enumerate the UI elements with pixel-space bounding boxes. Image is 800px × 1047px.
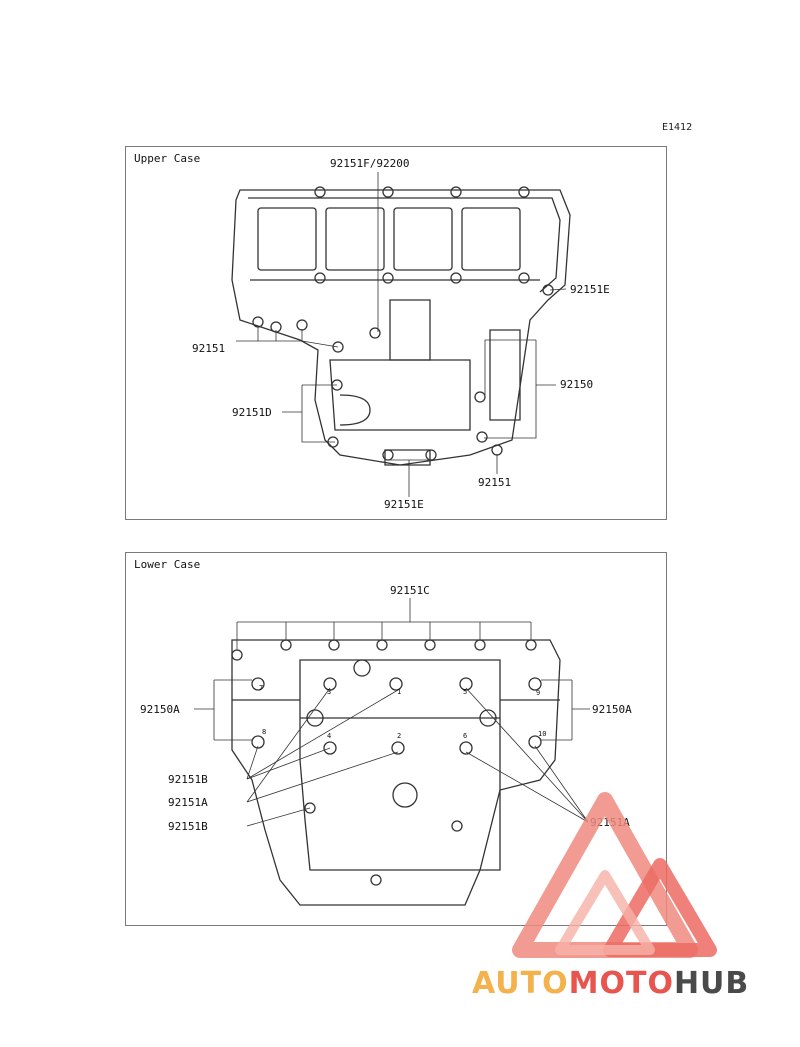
bolt-number-8: 8 xyxy=(262,728,267,736)
bolt-number-7: 7 xyxy=(259,684,264,692)
lower-label-92151c: 92151C xyxy=(390,584,430,597)
lower-label-92150a-right: 92150A xyxy=(592,703,632,716)
upper-case-drawing xyxy=(231,186,571,466)
bolt-number-9: 9 xyxy=(536,689,541,697)
lower-label-92151b-1: 92151B xyxy=(168,773,208,786)
lower-label-92150a-left: 92150A xyxy=(140,703,180,716)
bolt-number-1: 1 xyxy=(397,688,402,696)
upper-label-92151d: 92151D xyxy=(232,406,272,419)
bolt-number-4: 4 xyxy=(327,732,332,740)
bolt-number-3: 3 xyxy=(327,688,332,696)
lower-leader-lines xyxy=(194,598,590,827)
bolt-number-5: 5 xyxy=(463,688,468,696)
upper-label-92151f-92200: 92151F/92200 xyxy=(330,157,410,170)
lower-label-92151a-left: 92151A xyxy=(168,796,208,809)
upper-label-92151e-right: 92151E xyxy=(570,283,610,296)
watermark-text: AUTOMOTOHUB xyxy=(472,966,750,1001)
lower-case-title: Lower Case xyxy=(134,558,201,571)
figure-code: E1412 xyxy=(662,122,693,133)
lower-case-drawing xyxy=(231,639,561,906)
bolt-number-6: 6 xyxy=(463,732,468,740)
upper-label-92151-left: 92151 xyxy=(192,342,226,355)
bolt-number-2: 2 xyxy=(397,732,402,740)
bolt-number-10: 10 xyxy=(538,730,547,738)
lower-label-92151b-2: 92151B xyxy=(168,820,208,833)
upper-label-92151e-bottom: 92151E xyxy=(384,498,424,511)
upper-label-92150: 92150 xyxy=(560,378,594,391)
upper-label-92151-right: 92151 xyxy=(478,476,512,489)
watermark-logo-icon xyxy=(512,792,717,958)
upper-leader-lines xyxy=(236,172,567,497)
upper-case-title: Upper Case xyxy=(134,152,201,165)
